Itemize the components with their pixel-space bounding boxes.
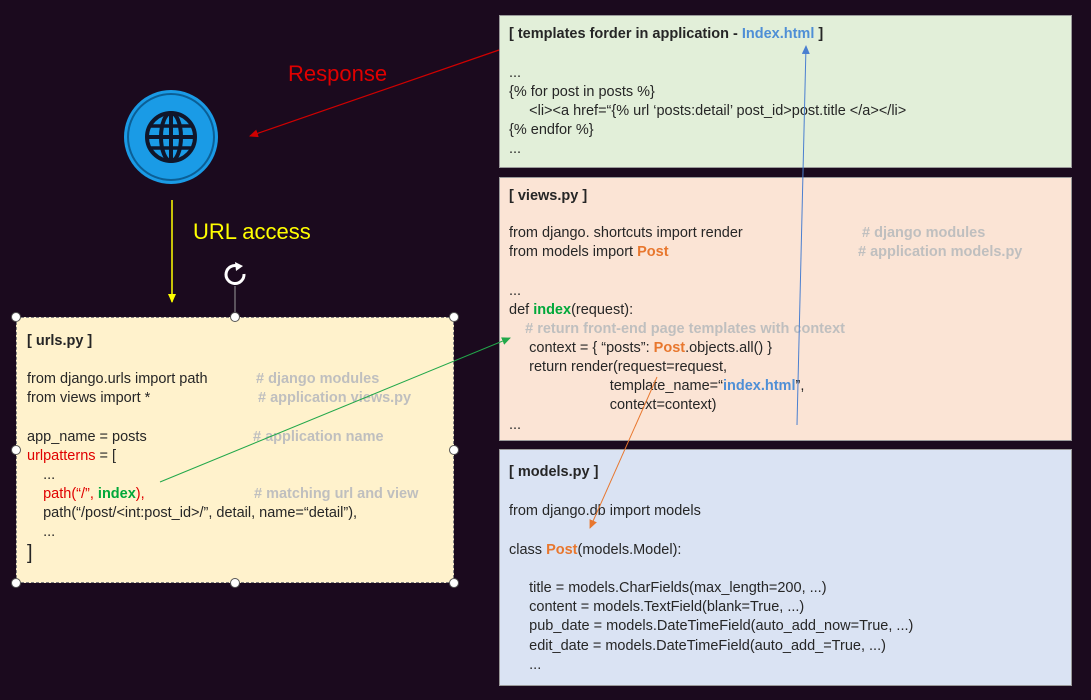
views-to-template-arrow [796,45,810,426]
urls-line: ... [27,467,56,483]
globe-icon [124,90,218,184]
views-comment: # application models.py [858,244,1023,260]
models-field: ... [509,657,542,673]
template-line: {% for post in posts %} [509,84,655,100]
urls-line: ] [27,542,33,564]
models-line: class Post(models.Model): [509,542,682,558]
url-access-label: URL access [193,219,311,244]
views-box: [ views.py ] from django. shortcuts impo… [499,177,1072,441]
views-line: ... [509,417,522,433]
urls-title: [ urls.py ] [27,333,93,349]
template-line: {% endfor %} [509,122,594,138]
urls-box[interactable]: [ urls.py ] from django.urls import path… [16,317,454,583]
urls-comment: # application name [253,429,384,445]
template-line: ... [509,65,522,81]
urls-line: from django.urls import path [27,371,208,387]
selection-handle[interactable] [11,312,21,322]
templates-box: [ templates forder in application - Inde… [499,15,1072,168]
models-field: edit_date = models.DateTimeField(auto_ad… [509,638,886,654]
views-line: template_name=“index.html”, [509,378,805,394]
urls-comment: # application views.py [258,390,412,406]
urls-line: from views import * [27,390,151,406]
templates-title: [ templates forder in application - Inde… [509,26,824,42]
views-line: return render(request=request, [509,359,728,375]
selection-handle[interactable] [11,578,21,588]
template-line: <li><a href=“{% url ‘posts:detail’ post_… [509,103,907,119]
models-field: pub_date = models.DateTimeField(auto_add… [509,618,914,634]
views-line: context=context) [509,397,717,413]
urls-to-views-arrow [159,337,511,483]
template-line: ... [509,141,522,157]
selection-handle[interactable] [230,578,240,588]
urls-line: ... [27,524,56,540]
views-comment: # django modules [862,225,986,241]
views-line: from models import Post [509,244,669,260]
rotate-handle-icon[interactable] [218,258,252,318]
response-label: Response [288,61,388,86]
views-line: def index(request): [509,302,634,318]
views-line: ... [509,283,522,299]
models-line: from django.db import models [509,503,701,519]
selection-handle[interactable] [449,578,459,588]
views-comment: # return front-end page templates with c… [509,321,845,337]
views-line: from django. shortcuts import render [509,225,743,241]
models-box: [ models.py ] from django.db import mode… [499,449,1072,686]
urls-comment: # django modules [256,371,380,387]
views-to-models-arrow [589,376,658,529]
urls-line: urlpatterns = [ [27,448,117,464]
urls-line: path(“/”, index), [27,486,145,502]
selection-handle[interactable] [230,312,240,322]
urls-comment: # matching url and view [254,486,419,502]
urls-line: app_name = posts [27,429,147,445]
models-field: title = models.CharFields(max_length=200… [509,580,827,596]
views-title: [ views.py ] [509,188,588,204]
views-line: context = { “posts”: Post.objects.all() … [509,340,773,356]
urls-line: path(“/post/<int:post_id>/”, detail, nam… [27,505,358,521]
selection-handle[interactable] [11,445,21,455]
models-field: content = models.TextField(blank=True, .… [509,599,805,615]
selection-handle[interactable] [449,445,459,455]
models-title: [ models.py ] [509,464,599,480]
response-arrow [249,49,500,138]
selection-handle[interactable] [449,312,459,322]
